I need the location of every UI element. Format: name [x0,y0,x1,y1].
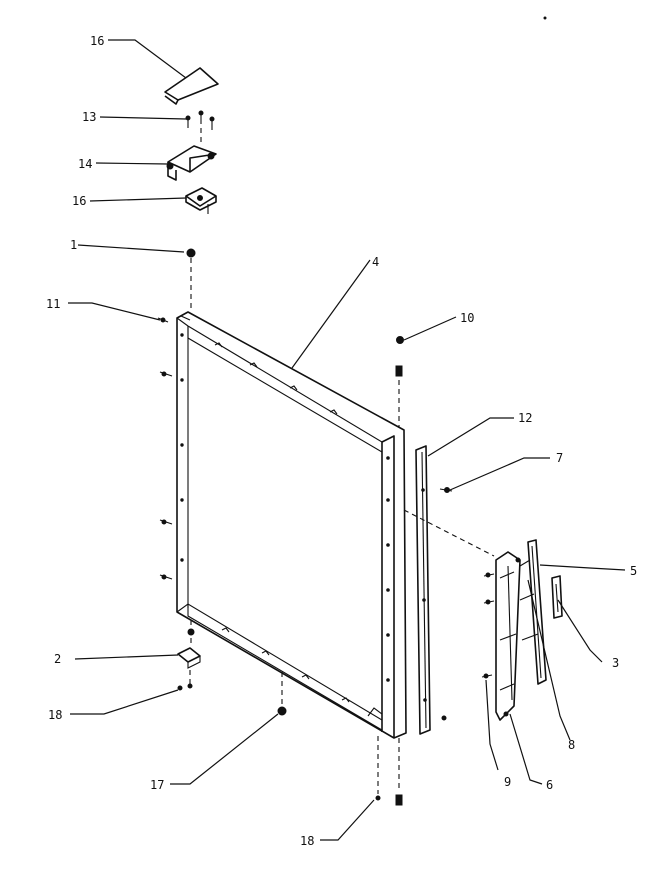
frame-screws-left [157,317,173,580]
callout-18-right: 18 [300,834,314,848]
bottom-bracket-2 [177,620,201,669]
callout-17: 17 [150,778,164,792]
callout-16-lower: 16 [72,194,86,208]
hinge-plate-6 [495,551,521,721]
hinge-link-3 [551,575,563,619]
callout-14: 14 [78,157,92,171]
hinge-bracket [166,145,217,181]
hinge-screws [185,110,215,142]
callout-10: 10 [460,311,474,325]
bottom-screws-right [375,736,403,806]
hinge-plate [185,187,217,214]
callout-13: 13 [82,110,96,124]
stray-dot [543,16,547,20]
door-frame [176,311,407,739]
callout-11: 11 [46,297,60,311]
hinge-cover [164,67,219,105]
bottom-screws-left [177,670,193,691]
mullion-strip [415,445,431,735]
callout-12: 12 [518,411,532,425]
bottom-center-screw [277,672,287,716]
callout-7: 7 [556,451,563,465]
callout-18-left: 18 [48,708,62,722]
callouts: 16 13 14 16 1 11 4 10 12 7 5 3 2 18 17 8… [46,34,637,848]
callout-9: 9 [504,775,511,789]
callout-4: 4 [372,255,379,269]
hinge-screws-9 [481,572,495,679]
callout-2: 2 [54,652,61,666]
callout-5: 5 [630,564,637,578]
callout-8: 8 [568,738,575,752]
top-screw [186,248,196,312]
hinge-arm-5 [519,539,547,685]
callout-1: 1 [70,238,77,252]
callout-6: 6 [546,778,553,792]
callout-3: 3 [612,656,619,670]
callout-16-top: 16 [90,34,104,48]
mullion-screw [439,487,453,721]
leader-lines [68,39,626,841]
right-top-screw [395,336,404,428]
